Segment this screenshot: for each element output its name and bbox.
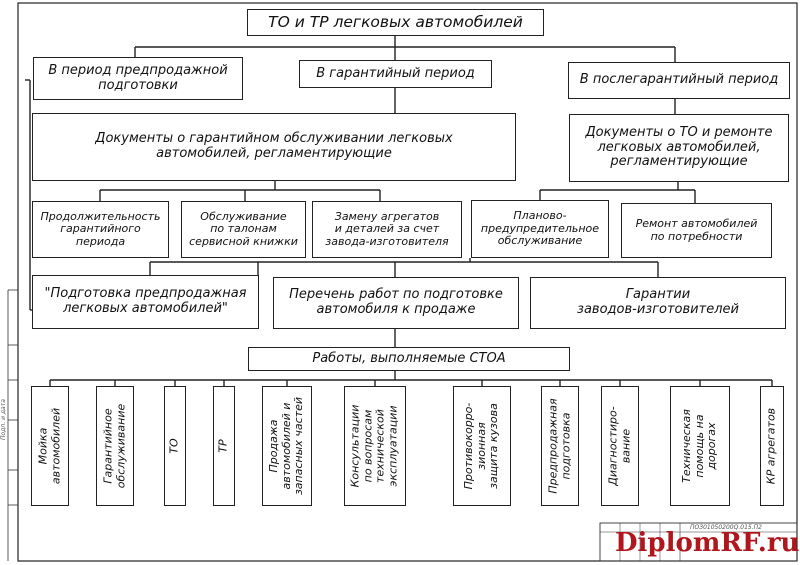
reg-planned-preventive: Планово- предупредительное обслуживание (471, 200, 609, 258)
work-road-assistance: Техническая помощь на дорогах (670, 386, 730, 506)
docs-maintenance-repair: Документы о ТО и ремонте легковых автомо… (569, 114, 789, 182)
work-kr-units: КР агрегатов (760, 386, 784, 506)
side-stamp-label: Подп. и дата (0, 399, 7, 440)
work-sales: Продажа автомобилей и запасных частей (262, 386, 312, 506)
work-anticorrosion: Противокорро- зионная защита кузова (453, 386, 511, 506)
work-warranty-service: Гарантийное обслуживание (96, 386, 134, 506)
work-washing: Мойка автомобилей (31, 386, 69, 506)
work-presale: Предпродажная подготовка (541, 386, 579, 506)
works-header: Работы, выполняемые СТОА (248, 347, 570, 371)
work-diagnostics: Диагностиро- вание (601, 386, 639, 506)
period-presale: В период предпродажной подготовки (33, 57, 243, 100)
work-consultations: Консультации по вопросам технической экс… (344, 386, 406, 506)
presale-preparation-doc: "Подготовка предпродажная легковых автом… (32, 275, 259, 329)
work-tr: ТР (213, 386, 235, 506)
presale-works-list: Перечень работ по подготовке автомобиля … (273, 277, 519, 329)
reg-service-book: Обслуживание по талонам сервисной книжки (181, 201, 306, 258)
manufacturer-guarantees: Гарантии заводов-изготовителей (530, 277, 786, 329)
reg-parts-replacement: Замену агрегатов и деталей за счет завод… (312, 201, 462, 258)
watermark-logo: DiplomRF.ru (615, 528, 800, 558)
reg-warranty-duration: Продолжительность гарантийного периода (32, 201, 169, 258)
work-to: ТО (164, 386, 186, 506)
title-block-code: ПОЗ01050200Q.015.П2 (690, 524, 762, 531)
docs-warranty: Документы о гарантийном обслуживании лег… (32, 113, 516, 181)
period-post-warranty: В послегарантийный период (568, 62, 790, 99)
diagram-title: ТО и ТР легковых автомобилей (247, 9, 544, 36)
reg-repair-on-demand: Ремонт автомобилей по потребности (621, 203, 772, 258)
period-warranty: В гарантийный период (299, 60, 492, 88)
